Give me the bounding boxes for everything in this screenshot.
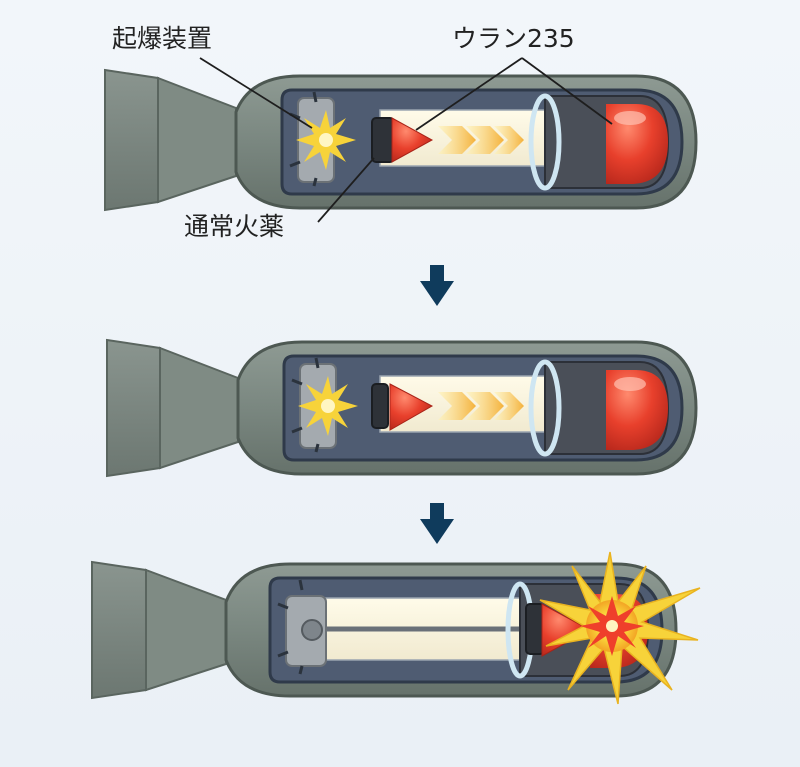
explosive-charge xyxy=(371,383,389,429)
casing-marks xyxy=(277,579,304,675)
bomb-stage-1 xyxy=(104,68,698,212)
uranium-label: ウラン235 xyxy=(452,24,575,53)
tail-cone xyxy=(145,568,227,692)
uranium-highlight xyxy=(614,377,646,391)
down-arrow-2 xyxy=(420,503,454,544)
detonator-label: 起爆装置 xyxy=(112,24,213,53)
uranium-projectile xyxy=(391,117,434,163)
flame-arrows xyxy=(438,126,524,154)
tail-fin xyxy=(91,560,147,700)
tail-fin xyxy=(106,338,161,478)
detonator-core xyxy=(301,619,323,641)
explosive-label: 通常火薬 xyxy=(184,212,285,241)
flame-arrows xyxy=(438,392,524,420)
uranium-highlight xyxy=(614,111,646,125)
uranium-target xyxy=(606,370,668,450)
detonator-flash xyxy=(296,110,356,170)
target-ring xyxy=(528,359,562,457)
bomb-stage-3 xyxy=(91,551,701,705)
casing-marks xyxy=(291,357,320,453)
fission-explosion xyxy=(539,551,701,705)
down-arrow-1 xyxy=(420,265,454,306)
tail-cone xyxy=(159,346,239,470)
tail-cone xyxy=(157,76,237,204)
tail-fin xyxy=(104,68,159,212)
uranium-target xyxy=(606,104,668,184)
label-leaders xyxy=(199,57,613,223)
bomb-stage-2 xyxy=(106,338,698,478)
explosive-charge xyxy=(525,603,545,655)
target-ring xyxy=(528,93,562,191)
uranium-projectile xyxy=(389,383,434,431)
explosive-charge xyxy=(371,117,395,163)
detonator-flash xyxy=(298,376,358,436)
